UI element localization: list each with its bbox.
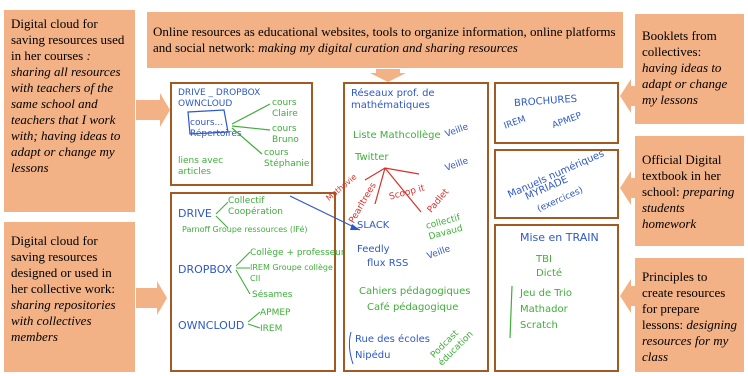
right-callout-principles: Principles to create resources for prepa… bbox=[635, 258, 744, 372]
center-item-rss: flux RSS bbox=[367, 258, 409, 269]
cloud-branch-bruno: cours Bruno bbox=[272, 124, 299, 145]
center-item-rue: Rue des écoles bbox=[355, 334, 430, 345]
center-box-strokes bbox=[348, 167, 422, 365]
drive-item-cooperation: Collectif Coopération bbox=[228, 196, 284, 217]
top-banner-callout: Online resources as educational websites… bbox=[147, 12, 623, 68]
mise-box-strokes bbox=[509, 285, 513, 339]
drive-label: DRIVE bbox=[178, 207, 212, 220]
right-callout-principles-text: Principles to create resources for prepa… bbox=[642, 269, 726, 332]
top-banner-text: Online resources as educational websites… bbox=[153, 24, 616, 55]
connector-arrowhead bbox=[350, 224, 360, 230]
connector-collectives-to-slack bbox=[289, 195, 361, 231]
arrow-left-to-mise-box bbox=[620, 279, 635, 313]
center-box: Réseaux prof. de mathématiques Liste Mat… bbox=[324, 82, 489, 372]
right-callout-textbook: Official Digital textbook in her school:… bbox=[635, 136, 744, 246]
left-callout-courses: Digital cloud for saving resources used … bbox=[4, 10, 135, 212]
mise-title: Mise en TRAIN bbox=[520, 231, 599, 244]
arrow-left-to-textbook-box bbox=[620, 171, 635, 205]
arrow-right-to-collectives-box bbox=[136, 281, 167, 315]
mise-item-scratch: Scratch bbox=[520, 320, 558, 331]
cloud-branch-articles: liens avec articles bbox=[178, 156, 224, 177]
owncloud-label: OWNCLOUD bbox=[178, 319, 245, 332]
arrow-right-to-cloud-box bbox=[136, 93, 170, 127]
left-callout-courses-text: Digital cloud for saving resources used … bbox=[11, 16, 125, 63]
mise-item-tbi: TBI bbox=[536, 254, 552, 265]
collectives-box: DRIVE Collectif Coopération Parnoff Grou… bbox=[170, 192, 349, 372]
center-item-cafe: Café pédagogique bbox=[367, 302, 459, 313]
cloud-box-hub: cours... Répertoires bbox=[190, 118, 242, 139]
center-item-cahiers: Cahiers pédagogiques bbox=[359, 286, 471, 297]
left-callout-collective: Digital cloud for saving resources desig… bbox=[4, 222, 135, 372]
dropbox-item-sesames: Sésames bbox=[252, 290, 293, 300]
center-item-nipedu: Nipédu bbox=[355, 350, 391, 361]
right-callout-booklets-emphasis: having ideas to adapt or change my lesso… bbox=[642, 60, 728, 107]
mise-en-train-box: Mise en TRAIN TBI Dicté Jeu de Trio Math… bbox=[494, 224, 619, 372]
right-callout-principles-emphasis: designing resources for my class bbox=[642, 317, 737, 364]
right-callout-booklets-text: Booklets from collectives: bbox=[642, 28, 717, 59]
center-item-twitter: Twitter bbox=[355, 152, 389, 163]
dropbox-label: DROPBOX bbox=[178, 263, 233, 276]
collectives-box-strokes bbox=[215, 201, 261, 329]
left-callout-collective-emphasis: sharing repositories with collectives me… bbox=[11, 297, 116, 344]
brochures-box: BROCHURES IREM APMEP bbox=[494, 82, 619, 144]
cloud-branch-claire: cours Claire bbox=[272, 98, 298, 119]
dropbox-item-college: Collège + professeurs bbox=[250, 248, 350, 258]
right-callout-textbook-text: Official Digital textbook in her school: bbox=[642, 152, 722, 199]
left-callout-collective-text: Digital cloud for saving resources desig… bbox=[11, 233, 115, 296]
owncloud-item-irem: IREM bbox=[260, 324, 283, 334]
center-item-mathcollege: Liste Mathcollège bbox=[353, 130, 441, 141]
mise-item-mathador: Mathador bbox=[520, 304, 568, 315]
dropbox-item-irem: IREM Groupe collège CII bbox=[250, 263, 333, 283]
mise-item-dicte: Dicté bbox=[536, 268, 563, 279]
mise-item-trio: Jeu de Trio bbox=[520, 288, 572, 299]
cloud-box-title: DRIVE _ DROPBOX OWNCLOUD bbox=[178, 88, 261, 109]
right-callout-booklets: Booklets from collectives: having ideas … bbox=[635, 14, 744, 124]
center-item-feedly: Feedly bbox=[357, 244, 390, 255]
textbook-box: Manuels numériques MYRIADE (exercices) bbox=[494, 148, 619, 219]
cloud-box: DRIVE _ DROPBOX OWNCLOUD cours... Répert… bbox=[170, 82, 313, 186]
arrow-down-from-banner bbox=[370, 69, 406, 82]
cloud-branch-stephanie: cours Stéphanie bbox=[264, 148, 310, 169]
center-title: Réseaux prof. de mathématiques bbox=[351, 88, 435, 111]
top-banner-emphasis: making my digital curation and sharing r… bbox=[258, 40, 518, 55]
right-callout-textbook-emphasis: preparing students homework bbox=[642, 184, 735, 231]
cloud-box-strokes bbox=[187, 103, 271, 155]
left-callout-courses-emphasis: : sharing all resources with teachers of… bbox=[11, 48, 121, 175]
owncloud-item-apmep: APMEP bbox=[260, 308, 291, 318]
drive-item-ife: Parnoff Groupe ressources (IFé) bbox=[182, 225, 308, 234]
arrow-left-to-brochures-box bbox=[620, 79, 635, 113]
center-item-slack: SLACK bbox=[357, 220, 390, 231]
